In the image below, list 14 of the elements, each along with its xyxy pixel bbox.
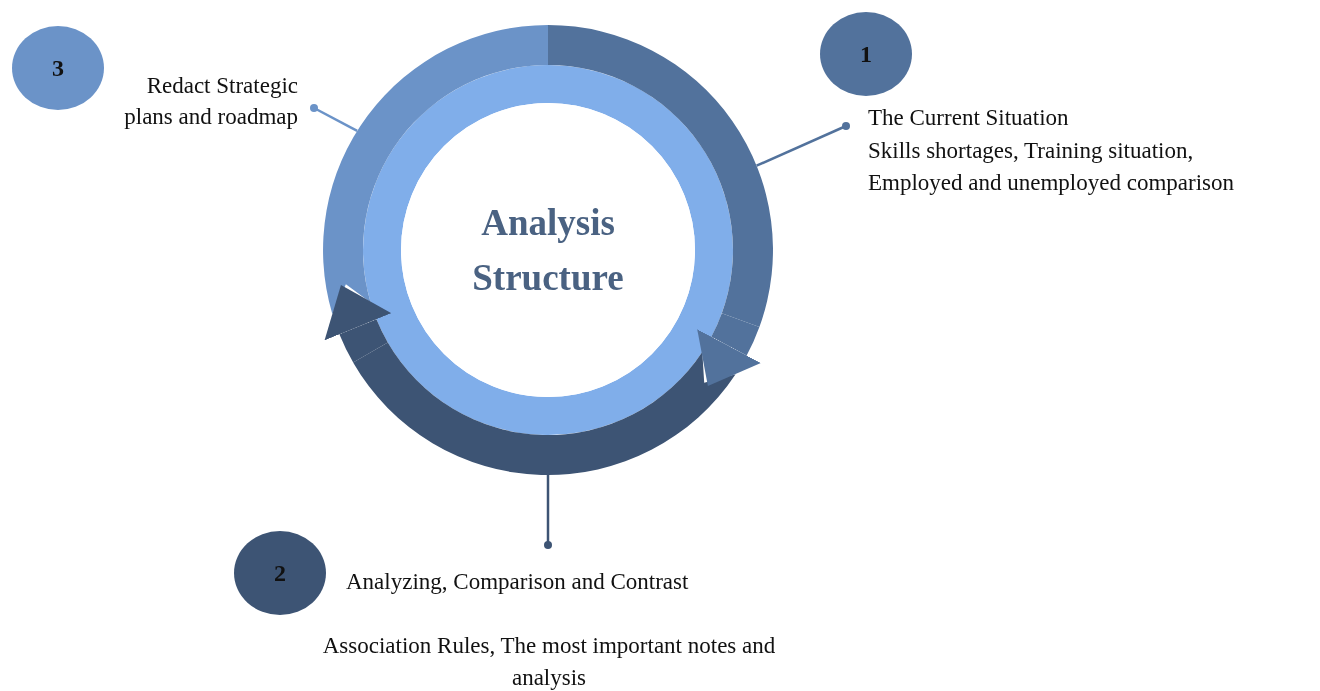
ring-arrow — [696, 312, 762, 387]
step-number-badge: 2 — [234, 531, 326, 615]
step-heading: The Current Situation — [868, 104, 1070, 132]
step-number-badge: 1 — [820, 12, 912, 96]
step-description: Association Rules, The most important notes and analysis — [321, 632, 777, 691]
step-heading: Analyzing, Comparison and Contrast — [346, 568, 690, 596]
ring-arrow — [324, 285, 391, 363]
leader-line — [310, 104, 358, 132]
step-number-badge: 3 — [12, 26, 104, 110]
leader-line — [756, 122, 850, 167]
step-description: Skills shortages, Training situation, Employed and unemployed comparison — [868, 137, 1235, 197]
ring-segment — [353, 342, 736, 475]
step-description: Redact Strategic plans and roadmap — [106, 70, 298, 136]
leader-line — [544, 475, 552, 549]
